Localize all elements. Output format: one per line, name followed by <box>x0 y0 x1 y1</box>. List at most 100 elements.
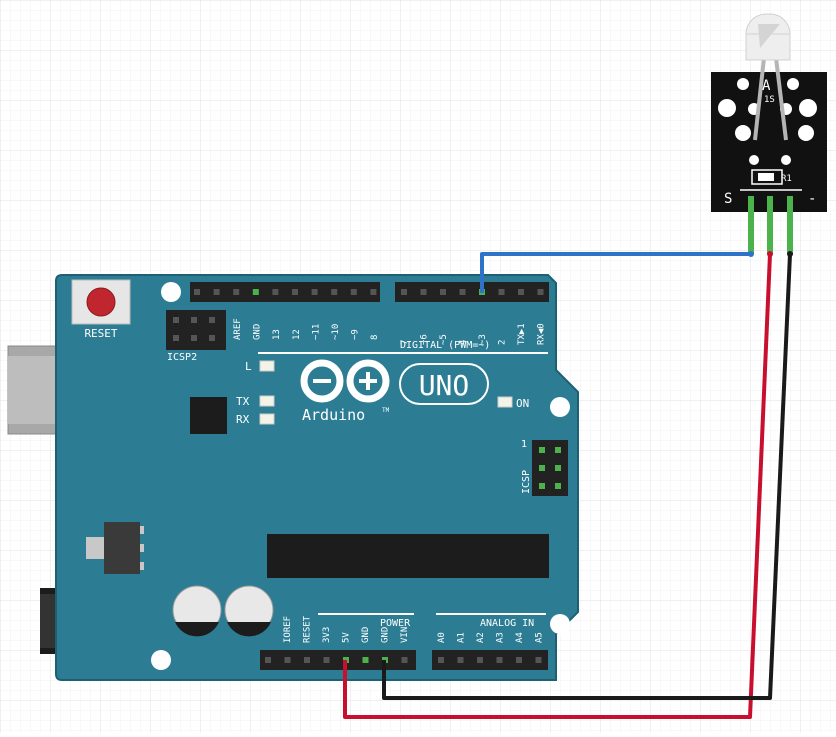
header-pin[interactable] <box>535 657 542 663</box>
header-pin[interactable] <box>370 289 377 295</box>
icsp2-pin[interactable] <box>191 317 197 323</box>
header-pin[interactable] <box>457 657 464 663</box>
header-pin[interactable] <box>498 289 505 295</box>
icsp2-pin[interactable] <box>173 317 179 323</box>
icsp-pin[interactable] <box>555 447 561 453</box>
pin-label: A0 <box>437 632 447 643</box>
icsp-pin[interactable] <box>555 465 561 471</box>
mounting-hole <box>161 282 181 302</box>
pin-label: 4 <box>459 340 469 345</box>
header-pin[interactable] <box>292 289 298 295</box>
pin-label: ~6 <box>420 334 430 345</box>
wire-endpoint <box>767 251 773 257</box>
vcc-wire[interactable] <box>343 253 772 719</box>
led-on-label: ON <box>516 397 529 410</box>
header-pin[interactable] <box>311 289 318 295</box>
reset-button-body[interactable] <box>71 279 131 325</box>
header-pin[interactable] <box>477 657 483 663</box>
analog-label: ANALOG IN <box>480 618 534 629</box>
icsp-label: ICSP <box>521 470 532 494</box>
signal-wire[interactable] <box>480 252 751 293</box>
pin-label: 7 <box>400 340 410 345</box>
icsp2-label: ICSP2 <box>167 352 197 363</box>
capacitor <box>224 585 274 637</box>
pin-label: A1 <box>457 632 467 643</box>
header-pin[interactable] <box>350 289 357 295</box>
header-pin[interactable] <box>537 289 544 295</box>
header-pin[interactable] <box>323 657 330 663</box>
header-pin[interactable] <box>516 657 522 663</box>
usb-interface-chip <box>190 397 227 434</box>
digital-header-right <box>395 282 549 302</box>
analog-header <box>432 650 548 670</box>
header-pin[interactable] <box>420 289 427 295</box>
arduino-logo: Arduino TM <box>300 359 390 424</box>
header-pin[interactable] <box>496 657 503 663</box>
pin-label: A5 <box>535 632 545 643</box>
header-pin[interactable] <box>401 657 408 663</box>
digital-label: DIGITAL (PWM=~) <box>400 340 490 351</box>
header-pin[interactable] <box>362 657 369 663</box>
pin-label: GND <box>361 627 371 643</box>
led-tx <box>259 395 275 407</box>
icsp2-pin[interactable] <box>191 335 197 341</box>
icsp-pin[interactable] <box>539 465 545 471</box>
wire-endpoint <box>748 251 754 257</box>
voltage-regulator <box>86 522 144 574</box>
atmega-microcontroller <box>267 534 549 578</box>
module-pin-s <box>748 196 754 254</box>
pin-label: 3V3 <box>322 627 332 643</box>
pin-label: 8 <box>370 335 380 340</box>
header-pin[interactable] <box>459 289 466 295</box>
header-pin[interactable] <box>401 289 407 295</box>
gnd-wire[interactable] <box>382 253 792 700</box>
header-pin[interactable] <box>213 289 220 295</box>
resistor-label: R1 <box>781 174 792 184</box>
icsp2-pin[interactable] <box>209 335 215 341</box>
dc-power-jack-front <box>40 594 58 648</box>
icsp2-pin[interactable] <box>173 335 179 341</box>
uno-badge <box>399 363 489 405</box>
header-pin[interactable] <box>272 289 279 295</box>
header-pin[interactable] <box>284 657 291 663</box>
icsp2-pin[interactable] <box>209 317 215 323</box>
led-l-label: L <box>245 360 252 373</box>
header-pin[interactable] <box>438 657 444 663</box>
module-pcb <box>711 72 827 212</box>
led-rx <box>259 413 275 425</box>
header-pin[interactable] <box>233 289 240 295</box>
ir-led <box>745 13 791 61</box>
header-pin[interactable] <box>331 289 338 295</box>
digital-header-left <box>190 282 380 302</box>
pin-label: A2 <box>476 632 486 643</box>
power-label: POWER <box>380 618 411 629</box>
reset-button[interactable] <box>86 287 116 317</box>
icsp-pin[interactable] <box>555 483 561 489</box>
pin-label: GND <box>253 324 263 340</box>
module-resistor <box>751 169 783 185</box>
pin-label: A4 <box>515 632 525 643</box>
brand-text: Arduino <box>302 406 365 424</box>
header-pin[interactable] <box>265 657 271 663</box>
pin-s-label: S <box>724 191 732 207</box>
module-pin-gnd <box>787 196 793 254</box>
reset-label: RESET <box>84 327 117 340</box>
led-l <box>259 360 275 372</box>
header-pin[interactable] <box>304 657 310 663</box>
header-pin[interactable] <box>440 289 446 295</box>
header-pin[interactable] <box>252 289 259 295</box>
led-on <box>497 396 513 408</box>
pin-label: ~3 <box>478 334 488 345</box>
icsp-pin[interactable] <box>539 483 545 489</box>
pin-label: RESET <box>303 615 313 643</box>
icsp-pin1-label: 1 <box>521 439 527 450</box>
pin-label: ~9 <box>351 329 361 340</box>
wires <box>343 251 793 719</box>
pin-label: ~5 <box>439 334 449 345</box>
icsp-pin[interactable] <box>539 447 545 453</box>
pin-label: ~10 <box>331 324 341 340</box>
header-pin[interactable] <box>518 289 524 295</box>
header-pin[interactable] <box>194 289 200 295</box>
